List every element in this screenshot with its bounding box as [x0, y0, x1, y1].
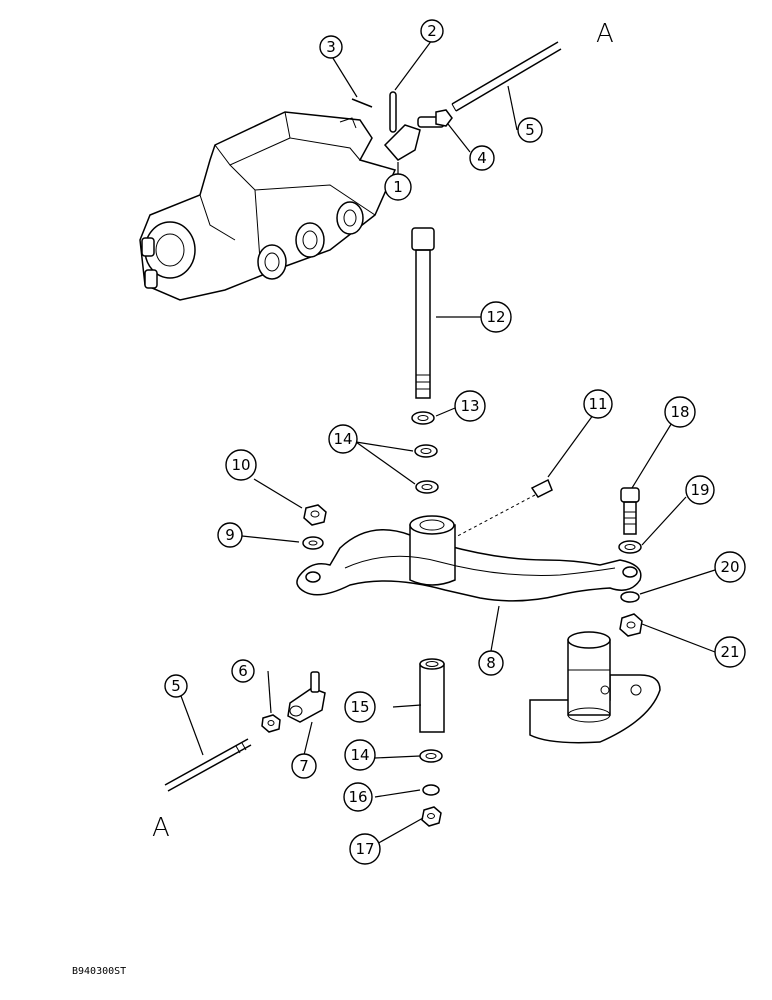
svg-text:14: 14 — [350, 746, 369, 764]
callout-16: 16 — [343, 782, 373, 812]
svg-text:6: 6 — [238, 662, 248, 680]
callout-21: 21 — [714, 636, 746, 668]
callout-13: 13 — [454, 390, 486, 422]
callout-9: 9 — [217, 522, 243, 548]
washer-nut-left — [302, 504, 327, 550]
hardware-right — [618, 487, 643, 637]
svg-text:3: 3 — [326, 38, 336, 56]
svg-text:14: 14 — [333, 430, 352, 448]
jam-nut — [261, 714, 281, 733]
steering-arm — [296, 515, 642, 602]
leader-lines — [180, 39, 716, 846]
callout-7: 7 — [291, 753, 317, 779]
callout-18: 18 — [664, 396, 696, 428]
control-rod-lower — [164, 738, 252, 792]
callout-20: 20 — [714, 551, 746, 583]
callout-17: 17 — [349, 833, 381, 865]
bushing-tube — [419, 658, 445, 733]
svg-text:12: 12 — [486, 308, 505, 326]
callout-5-lower: 5 — [164, 674, 188, 698]
callout-11: 11 — [583, 389, 613, 419]
callout-6: 6 — [231, 659, 255, 683]
control-valve — [139, 111, 397, 301]
svg-text:1: 1 — [393, 178, 403, 196]
reference-letter-top: A — [596, 19, 614, 49]
svg-text:15: 15 — [350, 698, 369, 716]
callout-10: 10 — [225, 449, 257, 481]
clevis-assembly — [351, 91, 453, 161]
svg-text:4: 4 — [477, 149, 487, 167]
callout-19: 19 — [685, 475, 715, 505]
svg-text:7: 7 — [299, 757, 309, 775]
svg-text:19: 19 — [690, 481, 709, 499]
reference-letter-bottom: A — [152, 813, 170, 843]
callout-14-upper: 14 — [328, 424, 358, 454]
callout-2: 2 — [420, 19, 444, 43]
grease-fitting — [449, 478, 553, 541]
callout-3: 3 — [319, 35, 343, 59]
svg-text:2: 2 — [427, 22, 437, 40]
svg-text:20: 20 — [720, 558, 739, 576]
svg-text:9: 9 — [225, 526, 235, 544]
svg-text:5: 5 — [525, 121, 535, 139]
spindle-housing — [529, 631, 661, 744]
bolt-long — [411, 227, 435, 399]
svg-text:10: 10 — [231, 456, 250, 474]
lower-hardware — [419, 749, 443, 827]
figure-code: B940300ST — [72, 966, 126, 977]
callout-12: 12 — [480, 301, 512, 333]
callout-4: 4 — [469, 145, 495, 171]
svg-text:11: 11 — [588, 395, 607, 413]
callout-15: 15 — [344, 691, 376, 723]
svg-text:13: 13 — [460, 397, 479, 415]
svg-text:5: 5 — [171, 677, 181, 695]
svg-text:16: 16 — [348, 788, 367, 806]
svg-text:8: 8 — [486, 654, 496, 672]
control-rod-upper — [451, 41, 562, 112]
svg-text:18: 18 — [670, 403, 689, 421]
washer-stack — [411, 411, 439, 494]
callout-1: 1 — [384, 173, 412, 201]
callout-14-lower: 14 — [344, 739, 376, 771]
callout-8: 8 — [478, 650, 504, 676]
svg-text:21: 21 — [720, 643, 739, 661]
callout-5-upper: 5 — [517, 117, 543, 143]
svg-text:17: 17 — [355, 840, 374, 858]
ball-joint — [287, 671, 326, 723]
